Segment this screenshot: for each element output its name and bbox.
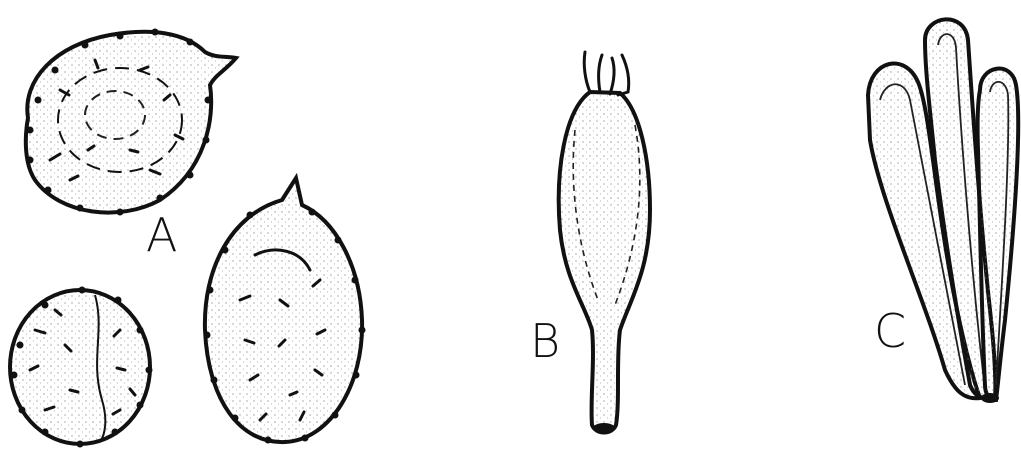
panel-label-b: B — [530, 318, 560, 364]
panel-label-a: A — [146, 212, 177, 258]
panel-b-flask — [559, 52, 650, 433]
seed-top-left — [26, 29, 236, 216]
panel-label-c: C — [874, 308, 906, 354]
seed-bottom-right — [204, 178, 366, 444]
panel-a-seeds — [10, 29, 366, 448]
seed-bottom-left — [10, 287, 153, 448]
